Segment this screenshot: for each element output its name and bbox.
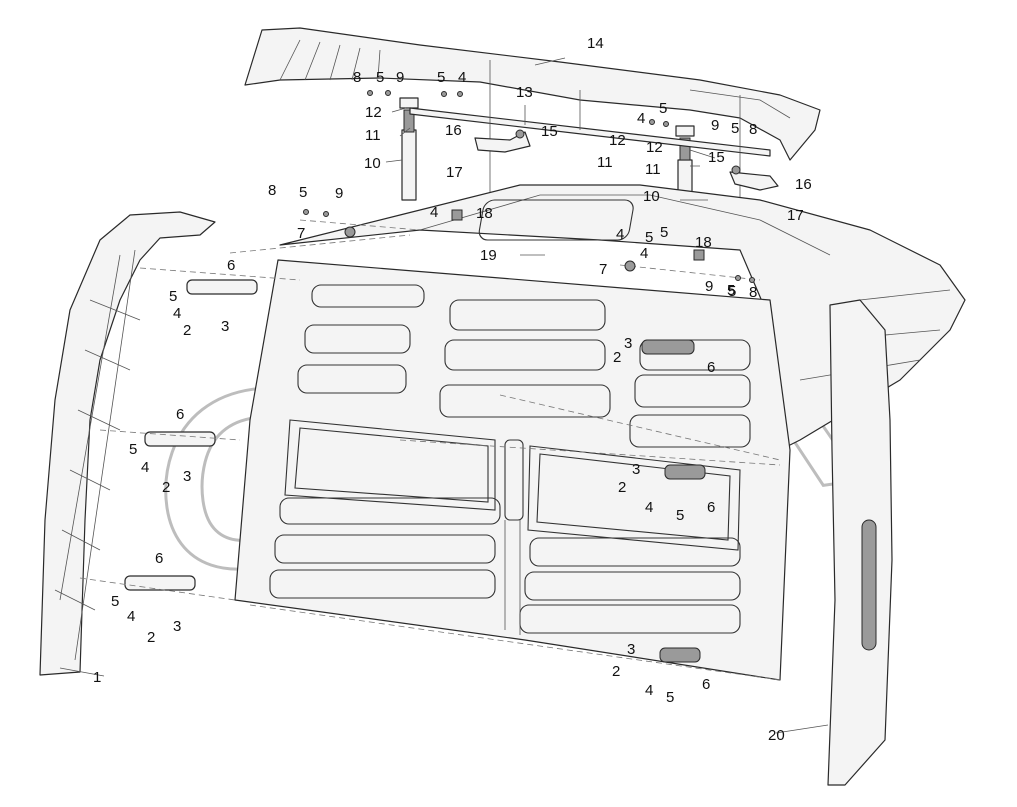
callout-4: 4 — [458, 69, 466, 86]
callout-5: 5 — [437, 69, 445, 86]
callout-7: 7 — [297, 225, 305, 242]
callout-5: 5 — [727, 282, 735, 299]
callout-3: 3 — [627, 641, 635, 658]
callout-5: 5 — [645, 229, 653, 246]
callout-11: 11 — [365, 127, 381, 144]
callout-6: 6 — [707, 359, 715, 376]
callout-4: 4 — [637, 110, 645, 127]
callout-3: 3 — [173, 618, 181, 635]
callout-8: 8 — [268, 182, 276, 199]
callout-9: 9 — [396, 69, 404, 86]
alignment-lines — [79, 219, 781, 681]
callout-5: 5 — [169, 288, 177, 305]
callout-6: 6 — [176, 406, 184, 423]
callout-9: 9 — [335, 185, 343, 202]
callout-5: 5 — [111, 593, 119, 610]
callout-3: 3 — [632, 461, 640, 478]
callout-10: 10 — [364, 155, 381, 172]
callout-1: 1 — [93, 669, 101, 686]
callout-3: 3 — [183, 468, 191, 485]
callout-2: 2 — [618, 479, 626, 496]
callout-9: 9 — [705, 278, 713, 295]
callout-7: 7 — [599, 261, 607, 278]
rear-wall-panel — [234, 259, 791, 681]
callout-16: 16 — [795, 176, 812, 193]
left-side-pillar — [39, 211, 216, 676]
callout-15: 15 — [708, 149, 725, 166]
callout-18: 18 — [476, 205, 493, 222]
callout-labels: 1 2 2 2 2 2 2 3 3 3 3 3 3 4 4 4 4 4 4 4 … — [93, 35, 812, 744]
callout-8: 8 — [749, 284, 757, 301]
roof-spoiler — [244, 27, 821, 161]
callout-2: 2 — [613, 349, 621, 366]
callout-6: 6 — [155, 550, 163, 567]
callout-5: 5 — [376, 69, 384, 86]
callout-15: 15 — [541, 123, 558, 140]
callout-19: 19 — [480, 247, 497, 264]
callout-17: 17 — [446, 164, 463, 181]
callout-12: 12 — [646, 139, 663, 156]
callout-16: 16 — [445, 122, 462, 139]
hinge-bracket-left — [474, 129, 531, 153]
callout-2: 2 — [183, 322, 191, 339]
callout-5: 5 — [666, 689, 674, 706]
callout-10: 10 — [643, 188, 660, 205]
callout-12: 12 — [365, 104, 382, 121]
support-strut-left — [399, 97, 419, 201]
callout-18: 18 — [695, 234, 712, 251]
callout-5: 5 — [676, 507, 684, 524]
leader-lines — [59, 57, 829, 734]
callout-5: 5 — [129, 441, 137, 458]
callout-5: 5 — [731, 120, 739, 137]
callout-4: 4 — [645, 682, 653, 699]
callout-4: 4 — [127, 608, 135, 625]
callout-8: 8 — [353, 69, 361, 86]
callout-3: 3 — [624, 335, 632, 352]
hinge-bracket-right — [729, 165, 779, 191]
callout-2: 2 — [147, 629, 155, 646]
crossbar — [409, 60, 771, 210]
callout-5: 5 — [660, 224, 668, 241]
callout-4: 4 — [645, 499, 653, 516]
callout-6: 6 — [702, 676, 710, 693]
callout-20: 20 — [768, 727, 785, 744]
right-side-pillar — [827, 299, 893, 786]
callout-2: 2 — [612, 663, 620, 680]
fasteners — [303, 90, 755, 283]
callout-14: 14 — [587, 35, 604, 52]
callout-2: 2 — [162, 479, 170, 496]
callout-4: 4 — [141, 459, 149, 476]
callout-6: 6 — [707, 499, 715, 516]
callout-8: 8 — [749, 121, 757, 138]
callout-4: 4 — [640, 245, 648, 262]
callout-6: 6 — [227, 257, 235, 274]
callout-5: 5 — [659, 100, 667, 117]
callout-5: 5 — [728, 283, 736, 300]
callout-9: 9 — [711, 117, 719, 134]
callout-11: 11 — [597, 154, 613, 171]
callout-3: 3 — [221, 318, 229, 335]
callout-13: 13 — [516, 84, 533, 101]
callout-4: 4 — [430, 204, 438, 221]
callout-5: 5 — [299, 184, 307, 201]
callout-12: 12 — [609, 132, 626, 149]
callout-17: 17 — [787, 207, 804, 224]
callout-4: 4 — [173, 305, 181, 322]
callout-11: 11 — [645, 161, 661, 178]
callout-4: 4 — [616, 226, 624, 243]
